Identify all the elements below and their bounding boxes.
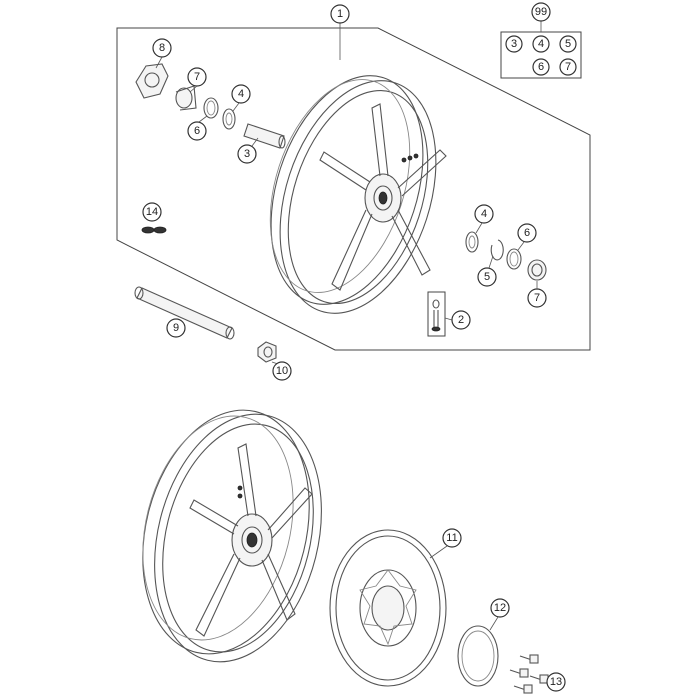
kit-item-4: 4 <box>538 38 544 50</box>
part-10-axle-nut: 10 <box>257 341 292 381</box>
part-4-bearing-right: 4 <box>465 204 494 253</box>
callout-4a: 4 <box>238 88 244 100</box>
callout-13: 13 <box>550 676 562 688</box>
part-6-seal-right: 6 <box>506 223 537 270</box>
part-14-weights: 14 <box>141 202 167 234</box>
callout-14: 14 <box>146 206 158 218</box>
callout-12: 12 <box>494 602 506 614</box>
part-7-spacer-left: 7 <box>175 67 207 111</box>
part-13-screws: 13 <box>509 654 566 694</box>
kit-item-3: 3 <box>511 38 517 50</box>
callout-10: 10 <box>276 365 288 377</box>
part-6-seal-left: 6 <box>187 97 219 141</box>
callout-7b: 7 <box>534 292 540 304</box>
part-8-sensor-ring: 8 <box>135 38 172 99</box>
kit-item-7: 7 <box>565 61 571 73</box>
callout-99: 99 <box>535 6 547 18</box>
kit-box-99: 99 3 4 5 6 7 <box>500 2 582 79</box>
front-wheel-upper <box>269 75 447 314</box>
callout-8: 8 <box>159 42 165 54</box>
callout-7a: 7 <box>194 71 200 83</box>
kit-item-6: 6 <box>538 61 544 73</box>
wheel-assembly-boundary <box>116 27 591 351</box>
callout-9: 9 <box>173 322 179 334</box>
callout-6a: 6 <box>194 125 200 137</box>
callout-4b: 4 <box>481 208 487 220</box>
kit-item-5: 5 <box>565 38 571 50</box>
callout-5: 5 <box>484 271 490 283</box>
part-7-spacer-right: 7 <box>527 259 547 308</box>
callout-6b: 6 <box>524 227 530 239</box>
front-wheel-lower <box>142 409 322 663</box>
callout-3: 3 <box>244 148 250 160</box>
callout-2: 2 <box>458 314 464 326</box>
part-11-brake-disc: 11 <box>329 528 462 687</box>
part-2-valve: 2 <box>427 291 471 337</box>
part-5-circlip: 5 <box>477 239 504 287</box>
part-9-axle: 9 <box>134 286 235 340</box>
callout-1: 1 <box>330 4 350 60</box>
svg-text:1: 1 <box>337 8 343 20</box>
part-3-spacer-tube: 3 <box>237 123 286 164</box>
part-4-bearing-left: 4 <box>222 84 251 130</box>
callout-11: 11 <box>446 532 457 544</box>
part-12-abs-ring: 12 <box>457 598 510 687</box>
